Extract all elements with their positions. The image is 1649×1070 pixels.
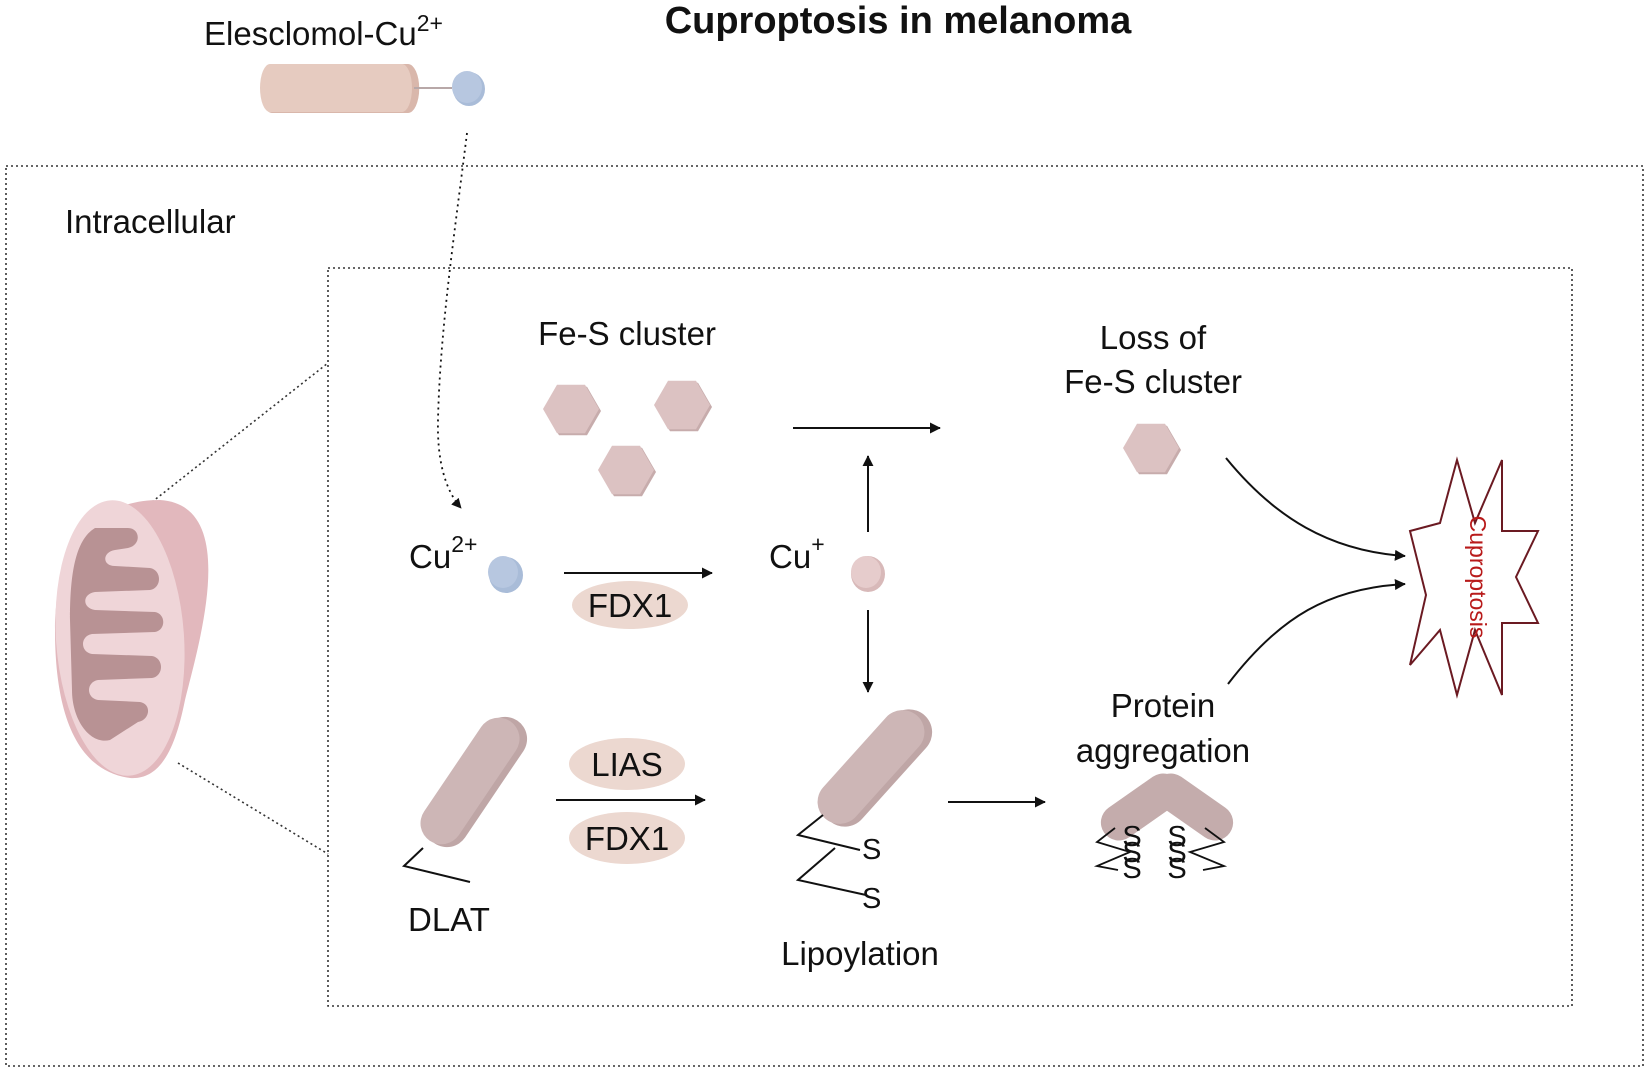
lipoyl-sulfur-2: S — [862, 883, 881, 915]
fe-s-hexagon-icon — [654, 380, 712, 432]
fes-loss-to-cuproptosis-arrow — [1225, 457, 1406, 561]
cu2-label: Cu2+ — [409, 531, 477, 575]
protein-aggregate-icon — [1100, 773, 1234, 841]
drug-label: Elesclomol-Cu2+ — [204, 10, 443, 52]
lipoyl-disulfide-lines — [795, 814, 861, 851]
lost-fes-hexagon-icon — [1123, 423, 1181, 475]
zoom-line-bottom — [177, 762, 329, 855]
fe-s-hexagon-icon — [598, 445, 656, 497]
lias-oval: LIAS — [569, 738, 685, 790]
cu2-ion-icon — [488, 556, 523, 593]
lias-label: LIAS — [591, 746, 663, 783]
drug-capsule-icon — [260, 64, 485, 113]
cu1-label: Cu+ — [769, 531, 825, 575]
lipoylation-label: Lipoylation — [781, 935, 939, 972]
aggregation-label-line1: Protein — [1111, 687, 1216, 724]
aggregate-sulfur: S — [1167, 853, 1186, 885]
fes-cluster-label: Fe-S cluster — [538, 315, 716, 352]
aggregation-label-line2: aggregation — [1076, 732, 1250, 769]
cu1-ion-icon — [851, 556, 885, 592]
intracellular-boundary — [5, 165, 1644, 1067]
aggregate-sulfur: S — [1167, 821, 1186, 853]
dlat-label: DLAT — [408, 901, 490, 938]
fe-s-hexagon-icon — [543, 384, 601, 436]
aggregate-sulfur: S — [1122, 853, 1141, 885]
lipoyl-disulfide-lines-2 — [795, 847, 867, 896]
burst-star-icon — [1408, 456, 1540, 699]
fes-cluster-hexagons — [543, 380, 712, 497]
aggregate-sulfur: S — [1167, 837, 1186, 869]
diagram-title: Cuproptosis in melanoma — [665, 0, 1132, 42]
intracellular-label: Intracellular — [65, 203, 236, 240]
mitochondrion-icon — [55, 500, 209, 779]
loss-fes-label-line2: Fe-S cluster — [1064, 363, 1242, 400]
fdx1-bottom-oval: FDX1 — [569, 812, 685, 864]
aggregate-sulfur: S — [1122, 821, 1141, 853]
cuproptosis-label: Cuproptosis — [1465, 516, 1491, 639]
fe-s-hexagon-icon — [1123, 423, 1181, 475]
dlat-protein-icon — [420, 716, 528, 848]
fdx1-bottom-label: FDX1 — [585, 820, 669, 857]
aggregate-sulfur: S — [1122, 837, 1141, 869]
fdx1-top-oval: FDX1 — [572, 581, 688, 629]
lipoylated-dlat-icon — [817, 709, 933, 827]
zoom-line-top — [151, 362, 329, 503]
aggregate-lines-left — [1093, 827, 1133, 871]
loss-fes-label-line1: Loss of — [1100, 319, 1207, 356]
aggregation-to-cuproptosis-arrow — [1227, 579, 1406, 685]
drug-entry-arrow — [437, 132, 468, 509]
aggregate-lines-right — [1187, 827, 1228, 871]
lipoyl-sulfur-1: S — [862, 834, 881, 866]
mitochondrion-zoom-box — [327, 267, 1573, 1007]
dlat-lipoyl-arm — [401, 847, 471, 883]
fdx1-top-label: FDX1 — [588, 587, 672, 624]
